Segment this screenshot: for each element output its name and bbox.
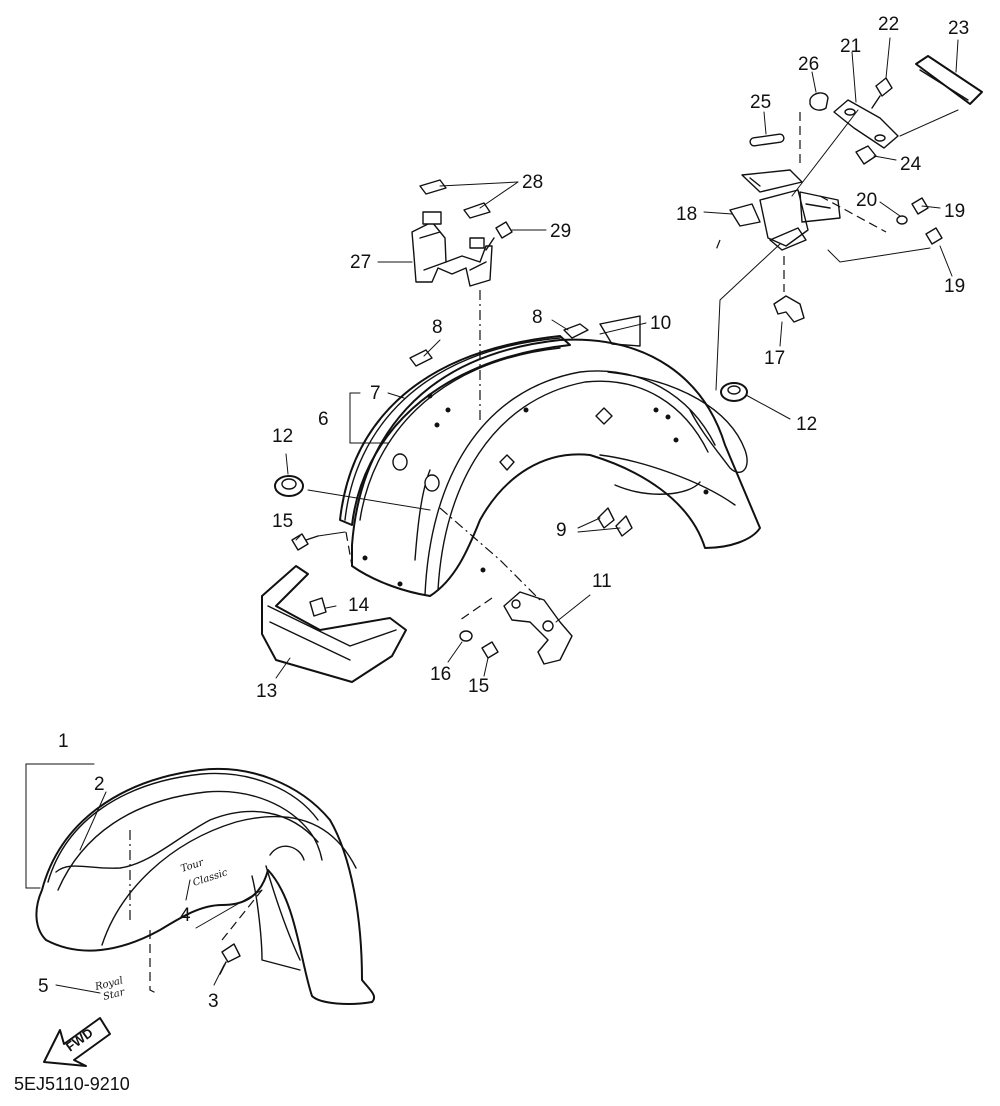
label-2: 2 <box>94 774 105 795</box>
clamp-17 <box>773 295 805 323</box>
bolt-3 <box>219 943 241 975</box>
rubber-pad-28 <box>419 179 491 219</box>
label-23: 23 <box>948 18 969 39</box>
label-13: 13 <box>256 681 277 702</box>
label-1: 1 <box>58 731 69 752</box>
bolt-22 <box>871 77 893 109</box>
label-4: 4 <box>180 905 191 926</box>
decal-brand-bottom: Classic <box>192 867 230 889</box>
washer-16 <box>459 630 473 642</box>
bolt-29 <box>485 221 513 251</box>
fender-bracket-27 <box>411 211 493 287</box>
label-7: 7 <box>370 383 381 404</box>
label-25: 25 <box>750 92 771 113</box>
label-19b: 19 <box>944 276 965 297</box>
label-17: 17 <box>764 348 785 369</box>
label-26: 26 <box>798 54 819 75</box>
rear-fender <box>344 337 761 597</box>
label-8a: 8 <box>432 317 443 338</box>
label-10: 10 <box>650 313 671 334</box>
decal-script-b: Star <box>102 987 127 1003</box>
nut-24 <box>855 145 877 165</box>
label-3: 3 <box>208 991 219 1012</box>
label-14: 14 <box>348 595 370 616</box>
fwd-arrow: FWD <box>43 1017 111 1067</box>
label-16: 16 <box>430 664 451 685</box>
label-22: 22 <box>878 14 899 35</box>
label-11: 11 <box>592 571 612 592</box>
diagram-code: 5EJ5110-9210 <box>14 1074 130 1094</box>
front-fender: Tour Classic Royal Star <box>35 768 376 1005</box>
label-5: 5 <box>38 976 49 997</box>
label-28: 28 <box>522 172 543 193</box>
label-21: 21 <box>840 36 861 57</box>
reflector-23 <box>915 55 983 105</box>
part-labels: 1 2 3 4 5 6 7 8 8 9 10 11 12 12 13 14 15… <box>38 14 969 1012</box>
flap-13 <box>261 565 407 683</box>
fwd-label: FWD <box>63 1025 96 1055</box>
decal-9 <box>597 507 633 537</box>
side-rail <box>339 335 571 526</box>
bolt-15 <box>291 533 499 659</box>
pin-25 <box>749 133 785 147</box>
label-24: 24 <box>900 154 922 175</box>
label-18: 18 <box>676 204 697 225</box>
nut-14 <box>309 597 327 617</box>
label-10 <box>599 315 641 347</box>
decal-brand-top: Tour <box>180 857 207 875</box>
label-6: 6 <box>318 409 329 430</box>
grommet-12 <box>274 382 748 497</box>
label-12b: 12 <box>796 414 817 435</box>
label-20: 20 <box>856 190 877 211</box>
leader-lines <box>25 37 959 995</box>
label-12a: 12 <box>272 426 293 447</box>
label-8b: 8 <box>532 307 543 328</box>
label-15a: 15 <box>272 511 293 532</box>
bracket-11 <box>503 591 573 665</box>
bolt-19 <box>911 197 943 245</box>
plate-holder-21 <box>833 99 899 149</box>
label-19a: 19 <box>944 201 965 222</box>
license-bracket-18 <box>729 169 841 251</box>
label-15b: 15 <box>468 676 489 697</box>
label-29: 29 <box>550 221 571 242</box>
label-9: 9 <box>556 520 567 541</box>
label-27: 27 <box>350 252 371 273</box>
washer-20 <box>896 215 908 225</box>
cap-26 <box>809 92 829 111</box>
